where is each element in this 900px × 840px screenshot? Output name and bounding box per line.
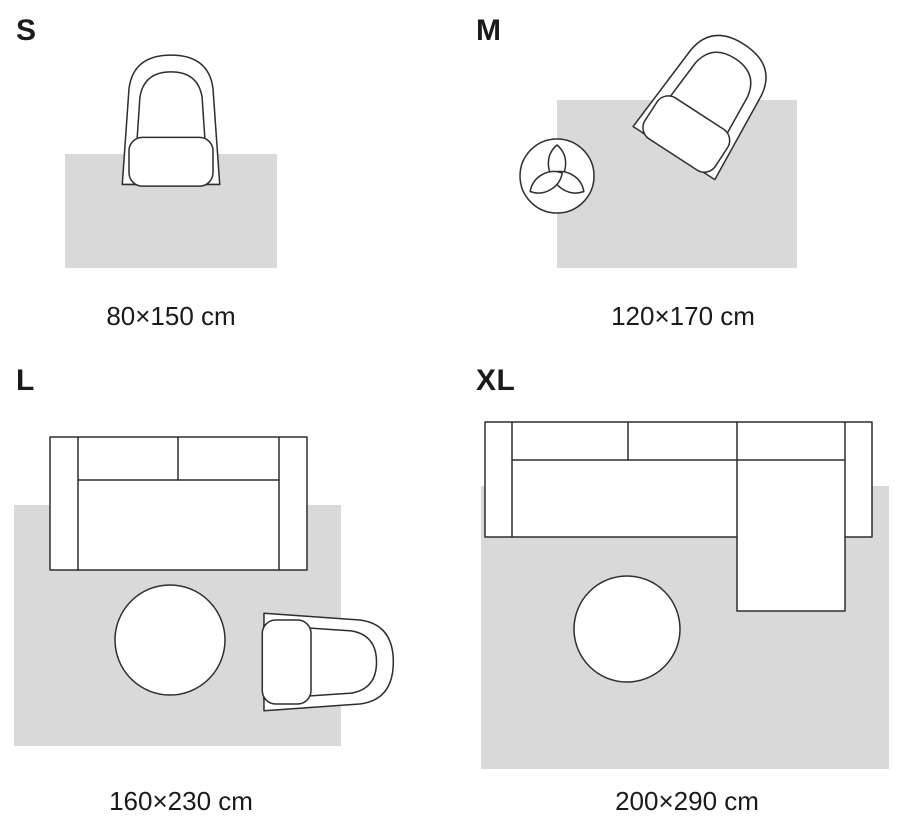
size-s-illustration <box>65 54 277 268</box>
sectional-sofa-icon <box>484 421 873 612</box>
armchair-icon <box>261 612 395 712</box>
armchair-icon <box>121 54 221 187</box>
pouf-icon <box>573 575 681 683</box>
size-dimensions-m: 120×170 cm <box>611 301 755 331</box>
size-l-illustration <box>14 436 395 746</box>
size-label-s: S <box>16 14 37 47</box>
size-label-xl: XL <box>476 364 516 397</box>
size-xl-illustration <box>481 421 889 769</box>
sofa-icon <box>49 436 308 571</box>
size-m-illustration <box>519 17 797 268</box>
pouf-icon <box>114 584 226 696</box>
size-label-m: M <box>476 14 502 47</box>
size-dimensions-s: 80×150 cm <box>106 301 236 331</box>
size-dimensions-xl: 200×290 cm <box>615 786 759 816</box>
size-dimensions-l: 160×230 cm <box>109 786 253 816</box>
plant-icon <box>519 138 595 214</box>
size-label-l: L <box>16 364 35 397</box>
